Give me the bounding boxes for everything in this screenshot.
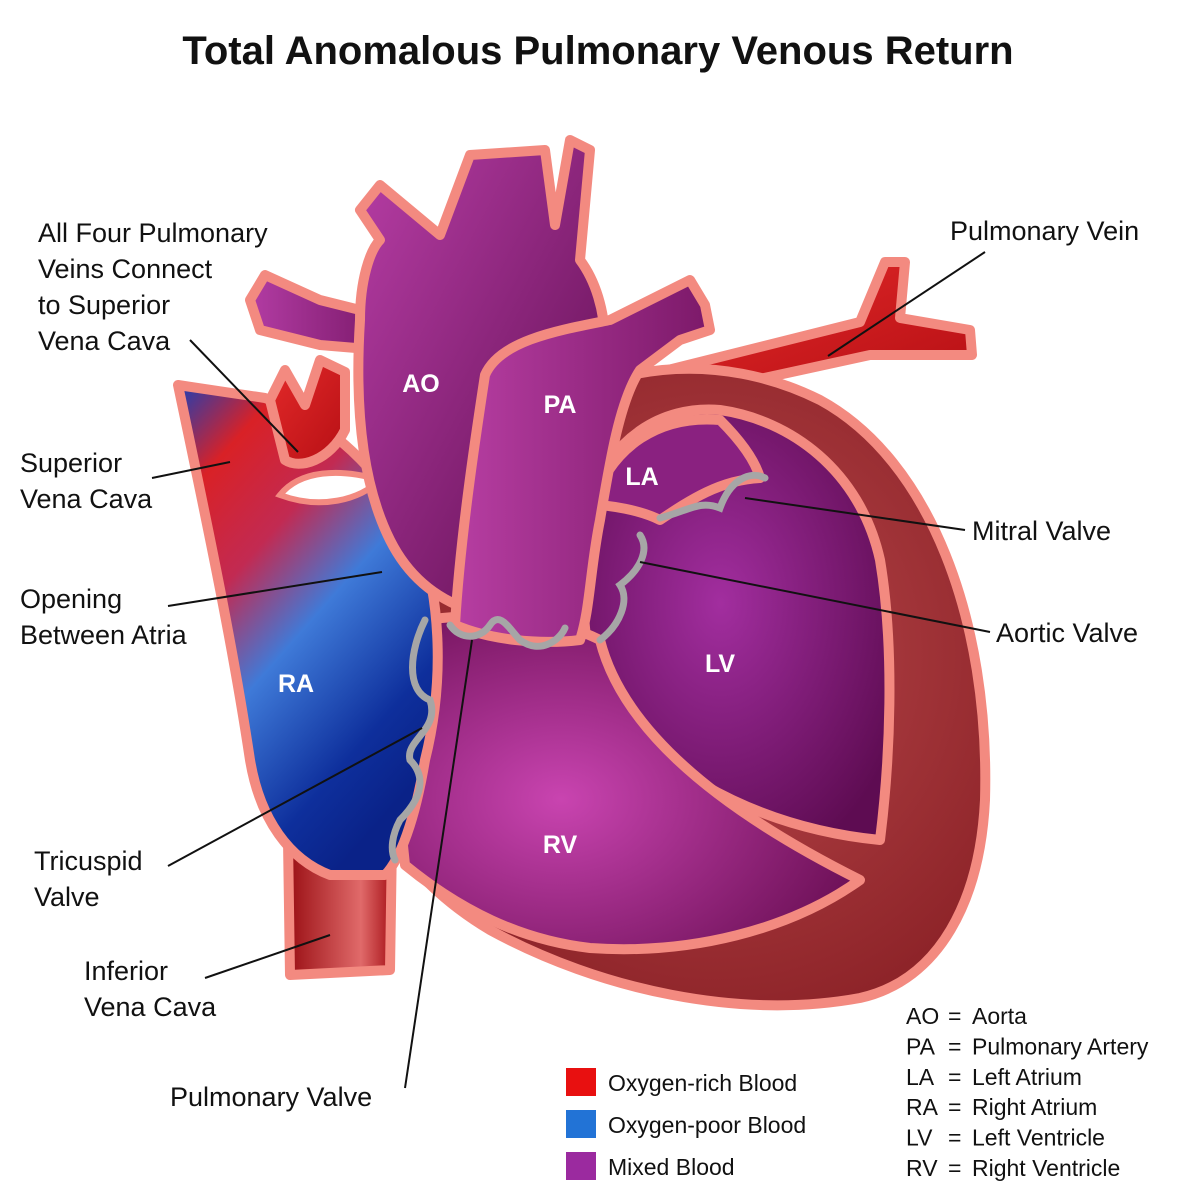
leader-mitral (744, 497, 966, 531)
pulmonary-valve-shape (446, 616, 569, 650)
superior-vena-cava-red-stub (265, 355, 350, 469)
legend-swatch (566, 1110, 596, 1138)
abbr-equals: = (948, 1003, 961, 1029)
svg-text:All Four Pulmonary: All Four Pulmonary (38, 218, 268, 248)
pulmonary-artery-vessel (450, 275, 715, 647)
abbr-meaning: Right Ventricle (972, 1155, 1120, 1181)
abbr-equals: = (948, 1064, 961, 1090)
mitral-valve-shape (656, 471, 769, 522)
label-aortic-valve: Aortic Valve (996, 618, 1138, 648)
abbr-meaning: Left Atrium (972, 1064, 1082, 1090)
abbr-meaning: Left Ventricle (972, 1125, 1105, 1151)
svg-text:Veins Connect: Veins Connect (38, 254, 213, 284)
svg-text:Superior: Superior (20, 448, 122, 478)
chamber-label-la: LA (625, 463, 658, 491)
leader-tricuspid (167, 727, 423, 867)
leader-ivc (204, 934, 331, 979)
label-pulmonary-valve: Pulmonary Valve (170, 1082, 372, 1112)
chamber-label-rv: RV (543, 831, 578, 859)
svg-text:Vena Cava: Vena Cava (84, 992, 217, 1022)
heart-illustration: AO PA LA LV RA RV (173, 135, 991, 1011)
chamber-label-ra: RA (278, 670, 314, 698)
svg-text:Valve: Valve (34, 882, 100, 912)
svg-text:Opening: Opening (20, 584, 122, 614)
label-all-four-pulmonary: All Four Pulmonary Veins Connect to Supe… (38, 218, 268, 356)
label-inferior-vena-cava: Inferior Vena Cava (84, 956, 217, 1022)
legend-swatch (566, 1068, 596, 1096)
abbr-code: RA (906, 1094, 939, 1120)
tricuspid-valve-shape (388, 616, 436, 864)
leader-opening (167, 571, 383, 607)
label-pulmonary-vein: Pulmonary Vein (950, 216, 1139, 246)
aortic-valve-shape (596, 531, 648, 644)
abbr-code: RV (906, 1155, 938, 1181)
legend-label: Oxygen-poor Blood (608, 1112, 806, 1138)
abbr-code: PA (906, 1033, 936, 1059)
leader-pulmonary-vein (827, 251, 986, 357)
leader-lines (151, 251, 991, 1089)
abbr-code: LA (906, 1064, 935, 1090)
abbr-equals: = (948, 1125, 961, 1151)
label-opening-between-atria: Opening Between Atria (20, 584, 188, 650)
svg-text:Vena Cava: Vena Cava (20, 484, 153, 514)
abbr-equals: = (948, 1033, 961, 1059)
abbr-meaning: Pulmonary Artery (972, 1033, 1149, 1059)
svg-text:Between Atria: Between Atria (20, 620, 188, 650)
svg-text:Inferior: Inferior (84, 956, 168, 986)
label-mitral-valve: Mitral Valve (972, 516, 1111, 546)
abbr-meaning: Right Atrium (972, 1094, 1097, 1120)
leader-aortic (639, 561, 991, 633)
chamber-label-lv: LV (705, 650, 735, 678)
legend-swatch (566, 1152, 596, 1180)
svg-text:Tricuspid: Tricuspid (34, 846, 143, 876)
abbr-code: AO (906, 1003, 939, 1029)
abbr-code: LV (906, 1125, 933, 1151)
page-title: Total Anomalous Pulmonary Venous Return (182, 29, 1013, 73)
label-superior-vena-cava: Superior Vena Cava (20, 448, 153, 514)
abbr-meaning: Aorta (972, 1003, 1027, 1029)
leader-svc (151, 461, 231, 479)
svg-text:Vena Cava: Vena Cava (38, 326, 171, 356)
abbr-equals: = (948, 1094, 961, 1120)
leader-all-four (189, 339, 299, 453)
chamber-label-pa: PA (544, 391, 577, 419)
abbr-equals: = (948, 1155, 961, 1181)
pulmonary-vein-vessel (655, 257, 977, 397)
leader-pulmonary-valve (404, 639, 473, 1089)
chamber-label-ao: AO (402, 370, 440, 398)
label-tricuspid-valve: Tricuspid Valve (34, 846, 143, 912)
legend-label: Oxygen-rich Blood (608, 1070, 797, 1096)
svg-text:to Superior: to Superior (38, 290, 170, 320)
legend-label: Mixed Blood (608, 1154, 735, 1180)
